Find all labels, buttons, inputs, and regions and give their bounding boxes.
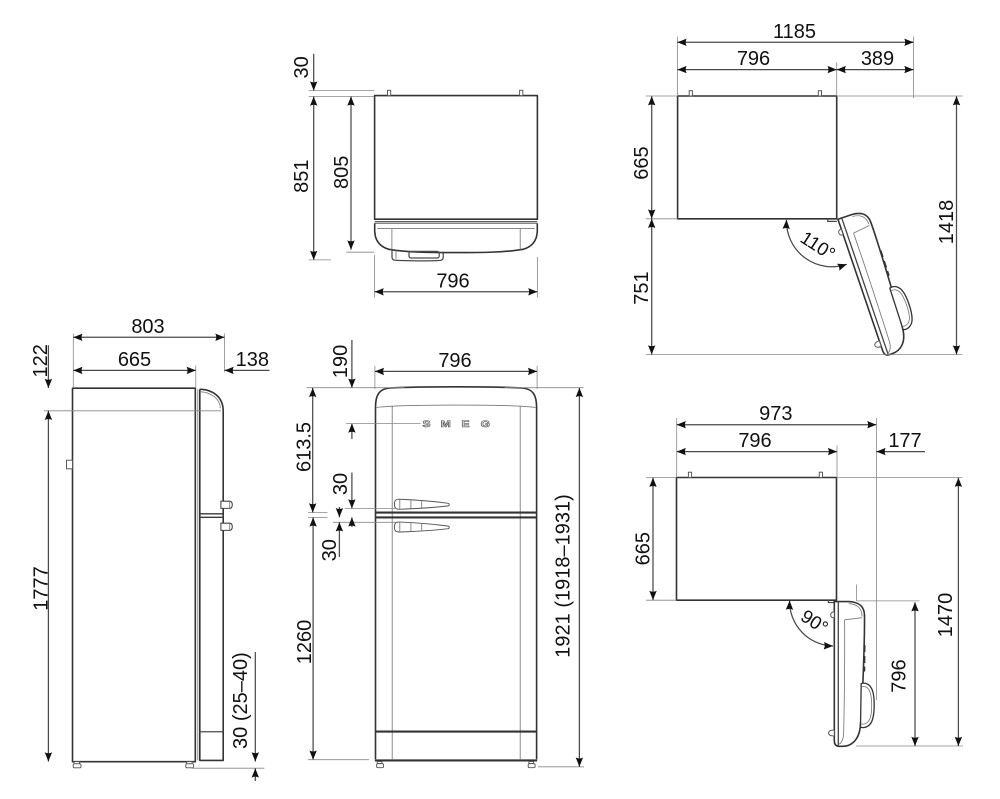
svg-text:751: 751: [631, 271, 653, 304]
svg-text:30 (25–40): 30 (25–40): [230, 652, 252, 749]
svg-text:1470: 1470: [935, 593, 957, 638]
svg-text:E: E: [462, 419, 470, 429]
svg-text:1185: 1185: [773, 21, 816, 43]
svg-text:G: G: [481, 419, 490, 429]
svg-text:796: 796: [737, 48, 770, 70]
svg-text:805: 805: [331, 156, 353, 189]
svg-text:613.5: 613.5: [294, 422, 316, 472]
svg-text:803: 803: [131, 316, 164, 338]
svg-text:177: 177: [888, 430, 921, 452]
svg-text:1777: 1777: [31, 566, 53, 611]
svg-text:30: 30: [319, 539, 341, 561]
svg-text:665: 665: [118, 349, 151, 371]
svg-text:1260: 1260: [294, 620, 316, 665]
svg-text:110°: 110°: [797, 227, 839, 265]
svg-text:389: 389: [861, 48, 894, 70]
svg-text:122: 122: [30, 344, 52, 377]
svg-text:30: 30: [291, 56, 313, 78]
svg-text:M: M: [441, 419, 451, 429]
svg-text:796: 796: [889, 659, 911, 692]
svg-text:665: 665: [631, 146, 653, 179]
svg-text:796: 796: [438, 350, 471, 372]
svg-text:851: 851: [291, 160, 313, 193]
svg-text:796: 796: [436, 270, 469, 292]
svg-text:190: 190: [330, 345, 352, 378]
svg-text:1921 (1918–1931): 1921 (1918–1931): [553, 494, 575, 657]
svg-text:796: 796: [738, 430, 771, 452]
svg-text:30: 30: [330, 473, 352, 495]
svg-text:665: 665: [632, 532, 654, 565]
svg-text:138: 138: [236, 349, 269, 371]
svg-text:S: S: [423, 419, 431, 429]
svg-text:973: 973: [759, 403, 792, 425]
svg-text:1418: 1418: [936, 200, 958, 245]
